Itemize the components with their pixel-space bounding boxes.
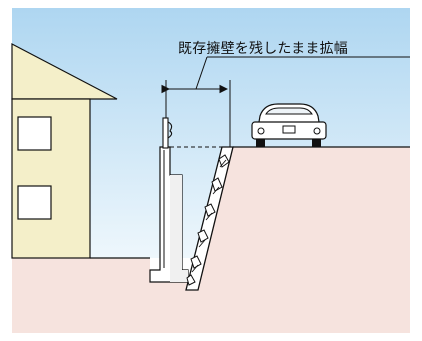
car-icon	[251, 103, 327, 147]
widening-label: 既存擁壁を残したまま拡幅	[178, 41, 348, 57]
house-window-upper	[17, 116, 52, 151]
existing-retaining-wall	[149, 117, 189, 283]
leader-line	[195, 56, 208, 90]
retaining-wall	[185, 146, 234, 291]
car-wheel-right	[312, 139, 321, 147]
fence-post	[162, 117, 169, 149]
ground	[12, 147, 410, 333]
car-license-plate	[282, 125, 296, 134]
house-window-lower	[17, 185, 52, 220]
car-wheel-left	[256, 139, 265, 147]
house-icon	[11, 43, 118, 259]
